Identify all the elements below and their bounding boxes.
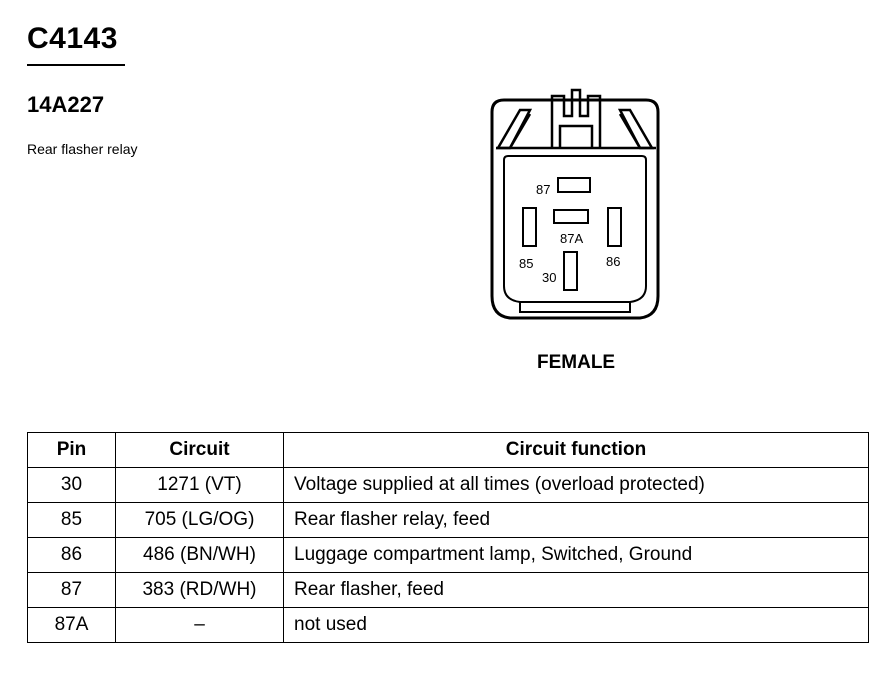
pin-label-30: 30 xyxy=(542,270,556,285)
function-cell: Rear flasher, feed xyxy=(283,572,869,608)
pin-label-86: 86 xyxy=(606,254,620,269)
connector-id: C4143 xyxy=(27,22,118,55)
title-underline xyxy=(27,64,125,66)
terminal-85 xyxy=(522,207,537,247)
connector-face-diagram: 87 87A 85 86 30 xyxy=(480,86,680,336)
pinout-table: Pin Circuit Circuit function 30 1271 (VT… xyxy=(27,432,869,643)
table-header-row: Pin Circuit Circuit function xyxy=(27,432,869,468)
table-row: 87 383 (RD/WH) Rear flasher, feed xyxy=(27,572,869,608)
function-cell: Rear flasher relay, feed xyxy=(283,502,869,538)
pin-cell: 30 xyxy=(27,467,116,503)
terminal-87 xyxy=(557,177,591,193)
connector-description: Rear flasher relay xyxy=(27,141,138,157)
terminal-86 xyxy=(607,207,622,247)
pin-cell: 87 xyxy=(27,572,116,608)
circuit-cell: 486 (BN/WH) xyxy=(115,537,284,573)
circuit-cell: – xyxy=(115,607,284,643)
table-row: 87A – not used xyxy=(27,607,869,643)
part-number: 14A227 xyxy=(27,92,105,117)
pin-cell: 87A xyxy=(27,607,116,643)
table-row: 86 486 (BN/WH) Luggage compartment lamp,… xyxy=(27,537,869,573)
function-cell: Voltage supplied at all times (overload … xyxy=(283,467,869,503)
bottom-latch xyxy=(519,302,631,313)
table-row: 85 705 (LG/OG) Rear flasher relay, feed xyxy=(27,502,869,538)
locking-latch xyxy=(495,88,656,150)
connector-gender-label: FEMALE xyxy=(537,352,616,373)
function-cell: not used xyxy=(283,607,869,643)
circuit-cell: 1271 (VT) xyxy=(115,467,284,503)
table-row: 30 1271 (VT) Voltage supplied at all tim… xyxy=(27,467,869,503)
connector-housing xyxy=(490,98,660,320)
function-cell: Luggage compartment lamp, Switched, Grou… xyxy=(283,537,869,573)
header-circuit: Circuit xyxy=(115,432,284,468)
header-circuit-function: Circuit function xyxy=(283,432,869,468)
pin-label-87a: 87A xyxy=(560,231,583,246)
pin-label-87: 87 xyxy=(536,182,550,197)
terminal-30 xyxy=(563,251,578,291)
header-pin: Pin xyxy=(27,432,116,468)
pin-cell: 85 xyxy=(27,502,116,538)
pin-cell: 86 xyxy=(27,537,116,573)
pin-label-85: 85 xyxy=(519,256,533,271)
terminal-87a xyxy=(553,209,589,224)
circuit-cell: 705 (LG/OG) xyxy=(115,502,284,538)
circuit-cell: 383 (RD/WH) xyxy=(115,572,284,608)
